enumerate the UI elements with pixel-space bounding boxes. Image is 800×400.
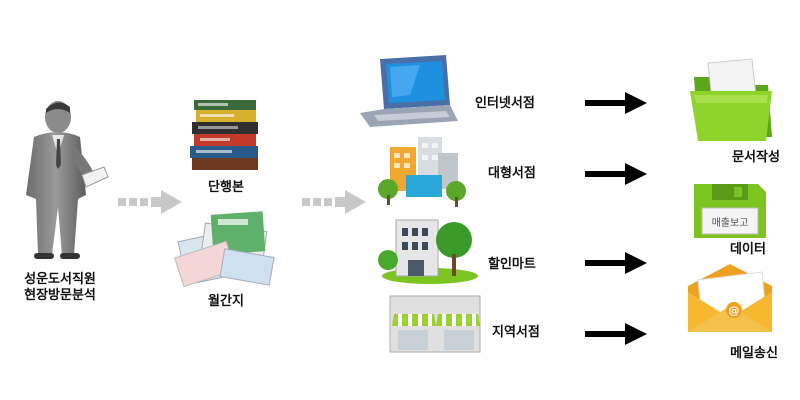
businessman-icon: [26, 101, 109, 259]
book-stack-icon: [190, 100, 258, 170]
floppy-disk-icon: 매출보고: [694, 184, 766, 238]
mart-building-icon: [378, 219, 478, 284]
black-flow-arrow: [585, 92, 647, 114]
output-label-data: 데이터: [730, 242, 766, 257]
store-label-local: 지역서점: [492, 325, 540, 340]
folder-icon: [690, 58, 772, 141]
store-label-internet: 인터넷서점: [475, 96, 535, 111]
laptop-icon: [360, 55, 458, 127]
output-label-mail: 메일송신: [730, 346, 778, 361]
gray-flow-arrow: [118, 190, 182, 214]
gray-flow-arrow: [302, 190, 366, 214]
store-label-mart: 할인마트: [488, 257, 536, 272]
black-flow-arrow: [585, 323, 647, 345]
magazines-label: 월간지: [208, 294, 244, 309]
black-flow-arrow: [585, 163, 647, 185]
envelope-icon: @: [688, 264, 772, 332]
storefront-icon: [389, 295, 481, 353]
magazines-icon: [174, 211, 275, 288]
output-label-document: 문서작성: [732, 150, 780, 165]
svg-text:@: @: [729, 304, 740, 317]
office-buildings-icon: [378, 137, 466, 207]
floppy-disk-label: 매출보고: [712, 217, 749, 229]
person-label-line2: 현장방문분석: [24, 288, 96, 303]
books-label: 단행본: [208, 180, 244, 195]
person-label-line1: 성운도서직원: [24, 272, 96, 287]
person-figure: [0, 95, 110, 265]
store-label-large: 대형서점: [488, 166, 536, 181]
black-flow-arrow: [585, 252, 647, 274]
